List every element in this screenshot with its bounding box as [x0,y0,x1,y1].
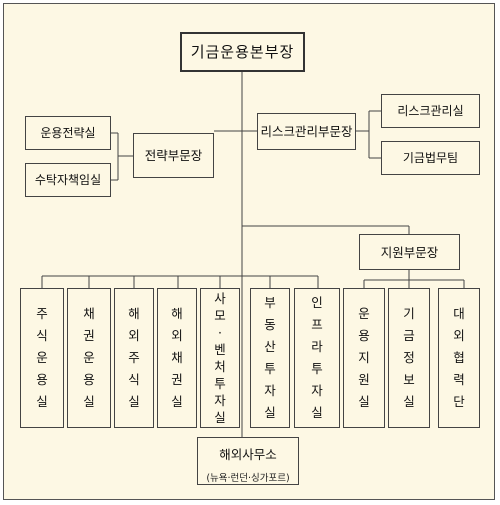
investment-unit-label: 인프라투자실 [311,295,323,420]
overseas-office-label: 해외사무소 [219,447,277,462]
investment-unit-label: 채권운용실 [83,306,95,409]
support-unit-label: 기금정보실 [403,306,415,409]
investment-unit-box: 인프라투자실 [294,288,340,428]
risk-unit-label: 기금법무팀 [402,150,459,165]
support-head-box: 지원부문장 [359,234,460,270]
support-unit-label: 대외협력단 [453,306,465,409]
investment-unit-box: 부동산투자실 [250,288,290,428]
support-unit-label: 운용지원실 [358,306,370,409]
risk-unit-box: 기금법무팀 [381,141,480,175]
investment-unit-label: 주식운용실 [36,306,48,409]
support-unit-box: 기금정보실 [388,288,430,428]
investment-unit-label: 사모·벤처투자실 [214,291,226,425]
risk-head-box: 리스크관리부문장 [257,113,356,150]
strategy-head-box: 전략부문장 [133,133,214,178]
strategy-unit-box: 운용전략실 [25,116,111,150]
strategy-head-label: 전략부문장 [144,148,203,163]
risk-unit-label: 리스크관리실 [397,103,464,118]
top-executive-box: 기금운용본부장 [180,32,305,72]
investment-unit-label: 해외주식실 [128,306,140,409]
support-head-label: 지원부문장 [380,244,439,260]
investment-unit-box: 해외주식실 [114,288,154,428]
investment-unit-label: 해외채권실 [171,306,183,409]
investment-unit-box: 해외채권실 [157,288,197,428]
investment-unit-label: 부동산투자실 [264,295,276,420]
support-unit-box: 운용지원실 [343,288,385,428]
overseas-office-box: 해외사무소 (뉴욕·런던·싱가포르) [197,437,299,485]
strategy-unit-label: 운용전략실 [40,125,96,140]
risk-unit-box: 리스크관리실 [381,94,480,128]
investment-unit-box: 채권운용실 [67,288,111,428]
investment-unit-box: 주식운용실 [20,288,64,428]
overseas-office-locations: (뉴욕·런던·싱가포르) [206,473,290,484]
risk-head-label: 리스크관리부문장 [260,124,353,139]
strategy-unit-label: 수탁자책임실 [34,172,102,187]
investment-unit-box: 사모·벤처투자실 [200,288,240,428]
top-executive-label: 기금운용본부장 [190,43,295,61]
support-unit-box: 대외협력단 [438,288,480,428]
strategy-unit-box: 수탁자책임실 [25,163,111,197]
